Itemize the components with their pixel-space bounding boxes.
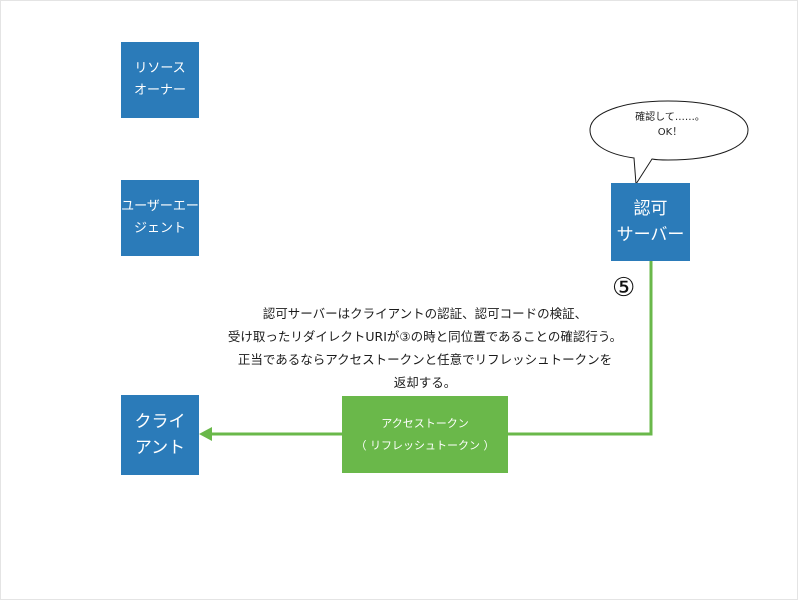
user-agent-node: ユーザーエー ジェント bbox=[121, 180, 199, 256]
resource-owner-node: リソース オーナー bbox=[121, 42, 199, 118]
step-description: 認可サーバーはクライアントの認証、認可コードの検証、 受け取ったリダイレクトUR… bbox=[190, 302, 660, 394]
description-line-2: 受け取ったリダイレクトURIが③の時と同位置であることの確認行う。 bbox=[227, 329, 623, 344]
speech-bubble bbox=[589, 100, 749, 186]
user-agent-label-2: ジェント bbox=[133, 221, 186, 236]
client-node: クライ アント bbox=[121, 395, 199, 475]
user-agent-label-1: ユーザーエー bbox=[121, 199, 199, 214]
token-arrow-head bbox=[199, 427, 212, 441]
description-line-1: 認可サーバーはクライアントの認証、認可コードの検証、 bbox=[262, 306, 588, 321]
token-label-box: アクセストークン （ リフレッシュトークン ） bbox=[342, 396, 508, 473]
speech-bubble-line-1: 確認して……。 bbox=[635, 112, 705, 123]
resource-owner-label-1: リソース bbox=[134, 61, 186, 76]
speech-bubble-line-2: OK！ bbox=[657, 127, 683, 138]
speech-bubble-text: 確認して……。 OK！ bbox=[600, 110, 740, 140]
description-line-3: 正当であるならアクセストークンと任意でリフレッシュトークンを bbox=[237, 352, 613, 367]
token-label-line-2: （ リフレッシュトークン ） bbox=[355, 438, 495, 452]
authorization-server-node: 認可 サーバー bbox=[611, 183, 690, 261]
description-line-4: 返却する。 bbox=[393, 375, 457, 390]
step-marker: ⑤ bbox=[612, 273, 636, 303]
client-label-1: クライ bbox=[134, 412, 186, 432]
authorization-server-label-2: サーバー bbox=[616, 225, 685, 245]
authorization-server-label-1: 認可 bbox=[633, 199, 668, 219]
client-label-2: アント bbox=[134, 438, 186, 458]
resource-owner-label-2: オーナー bbox=[133, 83, 186, 98]
token-label-line-1: アクセストークン bbox=[381, 416, 469, 430]
